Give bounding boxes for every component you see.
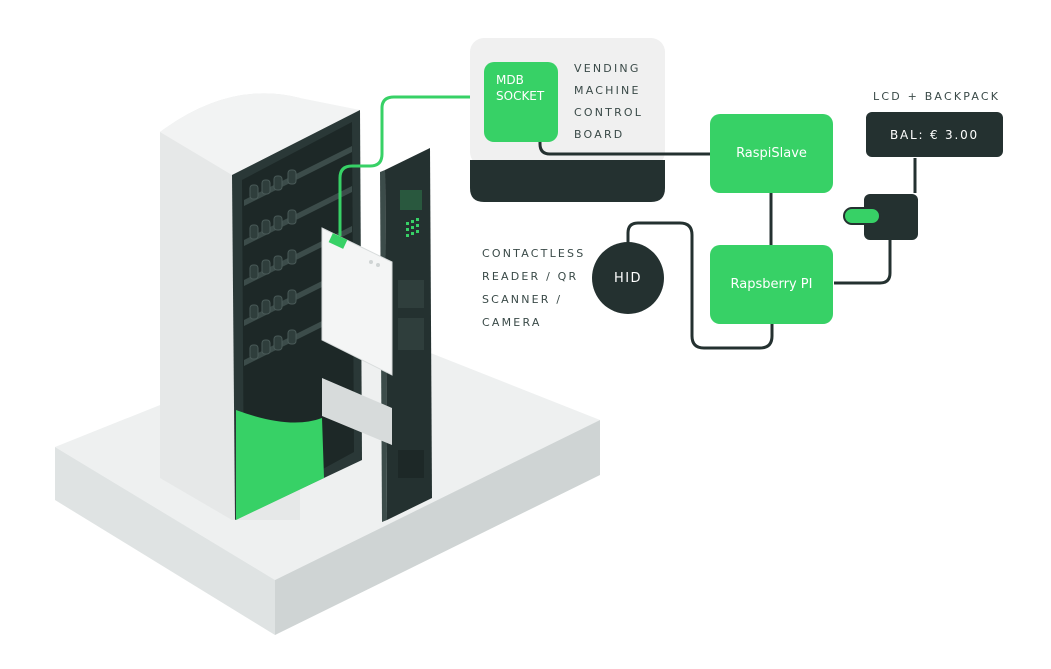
lcd-display: BAL: € 3.00 bbox=[866, 112, 1003, 157]
tray-led-1 bbox=[369, 260, 373, 264]
reader-label: CONTACTLESS READER / QR SCANNER / CAMERA bbox=[482, 242, 585, 334]
door-display bbox=[400, 190, 422, 210]
cable-socket-to-raspislave bbox=[538, 124, 712, 156]
cabinet-top bbox=[160, 93, 360, 175]
platform-right-side bbox=[275, 420, 600, 635]
control-board-title-line: BOARD bbox=[574, 128, 625, 141]
control-board-base bbox=[470, 160, 665, 202]
dispense-bin bbox=[236, 410, 324, 520]
reader-label-line: CAMERA bbox=[482, 316, 542, 329]
lcd-caption: LCD + BACKPACK bbox=[873, 90, 1001, 103]
control-tray bbox=[321, 227, 393, 376]
cable-hid-to-pi bbox=[626, 221, 774, 350]
platform-left-side bbox=[55, 447, 275, 635]
tray-connector bbox=[328, 233, 348, 249]
product-cans bbox=[249, 169, 297, 360]
control-board-title-line: VENDING bbox=[574, 62, 641, 75]
door-slot-3 bbox=[398, 450, 424, 478]
lcd-display-text: BAL: € 3.00 bbox=[890, 127, 979, 142]
backpack-connector bbox=[843, 207, 881, 225]
reader-label-line: SCANNER / bbox=[482, 293, 563, 306]
reader-label-line: CONTACTLESS bbox=[482, 247, 586, 260]
cable-pi-to-backpack bbox=[834, 240, 892, 285]
backpack-module bbox=[864, 194, 918, 240]
hid-label: HID bbox=[613, 270, 643, 286]
control-board-title-line: CONTROL bbox=[574, 106, 644, 119]
hid-node: HID bbox=[592, 242, 664, 314]
door-slot-1 bbox=[398, 280, 424, 308]
tray-led-2 bbox=[376, 263, 380, 267]
control-board-title-line: MACHINE bbox=[574, 84, 641, 97]
reader-label-line: READER / QR bbox=[482, 270, 579, 283]
door-keypad bbox=[406, 218, 419, 237]
raspberry-pi-label: Rapsberry PI bbox=[730, 277, 813, 292]
mdb-socket: MDB SOCKET bbox=[484, 62, 558, 142]
door-slot-2 bbox=[398, 318, 424, 350]
raspislave-node: RaspiSlave bbox=[710, 114, 833, 193]
control-board-title: VENDING MACHINE CONTROL BOARD bbox=[574, 58, 643, 146]
mdb-cable bbox=[338, 95, 486, 236]
raspberry-pi-node: Rapsberry PI bbox=[710, 245, 833, 324]
lower-tray bbox=[322, 378, 392, 445]
raspislave-label: RaspiSlave bbox=[736, 146, 807, 161]
mdb-socket-label: MDB SOCKET bbox=[496, 73, 545, 103]
